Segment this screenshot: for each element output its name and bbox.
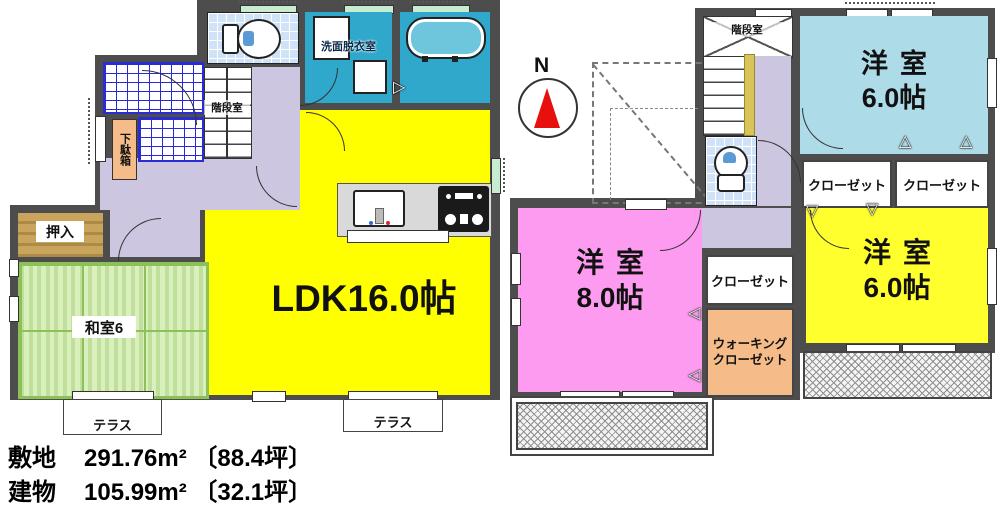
terrace-label: テラス	[93, 418, 132, 433]
stairs-steps	[703, 56, 746, 136]
site-area-tsubo: 〔88.4坪〕	[193, 445, 313, 472]
terrace-label: テラス	[373, 415, 413, 430]
entrance-door	[95, 116, 106, 162]
window	[511, 298, 521, 326]
room-bedroom-blue-label: 洋室 6.0帖	[800, 48, 988, 116]
closet-door-marker-icon: △	[960, 133, 973, 150]
walk-in-closet: ウォーキング クローゼット	[706, 308, 794, 397]
eaves-dots	[503, 158, 505, 192]
stair-rail	[744, 54, 755, 136]
room-size: 6.0帖	[863, 272, 931, 303]
closet-door-marker-icon: △	[899, 133, 912, 150]
site-area-row: 敷地 291.76m² 〔88.4坪〕	[8, 438, 312, 473]
site-area-value: 291.76m²	[84, 445, 187, 472]
washroom-label: 洗面脱衣室	[321, 41, 376, 53]
site-area-label: 敷地	[8, 445, 56, 472]
genkan-tiles	[138, 117, 204, 162]
kitchen-counter	[337, 183, 492, 237]
shoe-cabinet-label: 下駄箱	[118, 133, 131, 166]
hallway	[755, 56, 791, 206]
roof-outline-dashdot	[610, 108, 698, 109]
window	[9, 296, 19, 322]
terrace: テラス	[63, 399, 162, 435]
window	[252, 391, 286, 402]
building-area-tsubo: 〔32.1坪〕	[193, 479, 313, 506]
room-bedroom-pink-label: 洋室 8.0帖	[518, 245, 702, 315]
compass-n-label: N	[534, 54, 550, 77]
eaves-dots	[238, 1, 296, 3]
building-area-value: 105.99m²	[84, 479, 187, 506]
room-oshiire-label: 押入	[36, 221, 84, 242]
room-washitsu-label: 和室6	[72, 316, 136, 338]
bath-door-marker-icon: ▷	[393, 79, 406, 96]
kitchen-sink-icon	[353, 190, 405, 227]
room-size: 8.0帖	[576, 282, 644, 313]
closet-door-marker-icon: ▽	[866, 201, 879, 218]
closet: クローゼット	[802, 160, 892, 208]
window	[9, 259, 19, 277]
window	[511, 253, 521, 285]
eaves-dots	[342, 1, 394, 3]
roof-outline-dashdot	[610, 108, 611, 200]
room-ldk-label: LDK16.0帖	[271, 278, 457, 319]
stove-icon	[438, 186, 489, 232]
approach-dots	[88, 98, 90, 164]
shoe-cabinet: 下駄箱	[112, 119, 137, 180]
closet-door-marker-icon: ◁	[688, 305, 701, 322]
closet-door-marker-icon: ◁	[688, 367, 701, 384]
balcony	[803, 351, 992, 399]
closet-label: クローゼット	[710, 273, 789, 289]
hallway	[700, 208, 791, 248]
bathtub-icon	[406, 17, 486, 59]
room-name: 洋室	[861, 49, 939, 79]
terrace: テラス	[343, 399, 443, 432]
door-opening	[625, 199, 667, 210]
building-area-label: 建物	[8, 479, 56, 506]
eaves-dots	[410, 1, 468, 3]
room-oshiire	[18, 213, 103, 257]
eaves-dots	[845, 2, 935, 4]
toilet-icon	[712, 146, 748, 196]
kitchen-cabinet	[347, 230, 449, 243]
sink-icon	[313, 16, 350, 60]
walk-in-closet-label: ウォーキング	[712, 336, 788, 351]
room-size: 6.0帖	[861, 82, 927, 113]
window	[491, 158, 501, 194]
closet: クローゼット	[706, 255, 794, 305]
toilet-icon	[222, 17, 282, 59]
balcony	[510, 396, 714, 456]
closet-label: クローゼット	[902, 177, 981, 193]
walk-in-closet-label: クローゼット	[712, 352, 788, 367]
room-bedroom-yellow-label: 洋室 6.0帖	[806, 235, 988, 305]
closet-label: クローゼット	[807, 177, 886, 193]
washer-icon	[353, 60, 387, 94]
room-washitsu	[18, 262, 209, 399]
window	[987, 58, 997, 108]
stairs-label: 階段室	[204, 100, 250, 115]
building-area-row: 建物 105.99m² 〔32.1坪〕	[8, 472, 312, 507]
north-arrow-icon	[518, 78, 578, 138]
room-name: 洋室	[862, 237, 943, 268]
closet: クローゼット	[895, 160, 989, 208]
stairs-label: 階段室	[705, 22, 789, 37]
bathroom	[400, 12, 490, 103]
window	[987, 248, 997, 305]
room-name: 洋室	[575, 247, 656, 278]
